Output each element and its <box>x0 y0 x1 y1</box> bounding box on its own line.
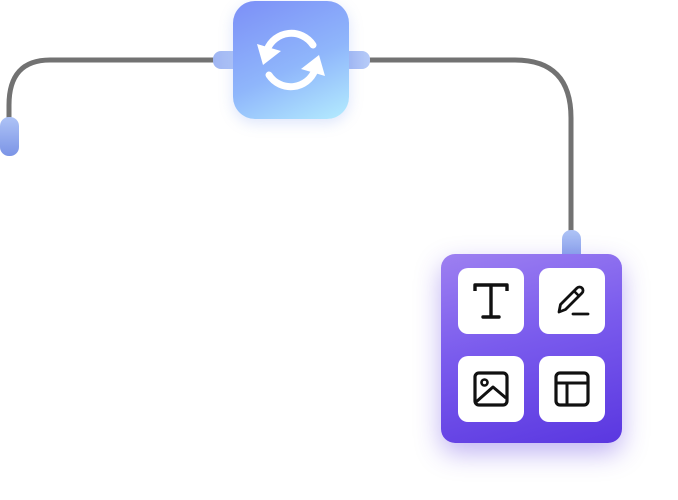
connector-left-cable <box>6 57 219 135</box>
text-tool-button[interactable] <box>458 268 524 334</box>
draw-tool-button[interactable] <box>539 268 605 334</box>
image-tool-button[interactable] <box>458 356 524 422</box>
image-icon <box>473 371 509 407</box>
port-sync-right[interactable] <box>342 51 370 69</box>
text-type-icon <box>473 283 509 319</box>
port-cable-end-left[interactable] <box>0 117 19 156</box>
refresh-arrows-icon <box>257 29 325 91</box>
pen-edit-icon <box>557 285 590 316</box>
connector-right-cable <box>363 57 574 239</box>
sync-node[interactable] <box>233 1 349 119</box>
tools-panel <box>441 254 622 443</box>
layout-tool-button[interactable] <box>539 356 605 422</box>
layout-icon <box>554 371 590 407</box>
